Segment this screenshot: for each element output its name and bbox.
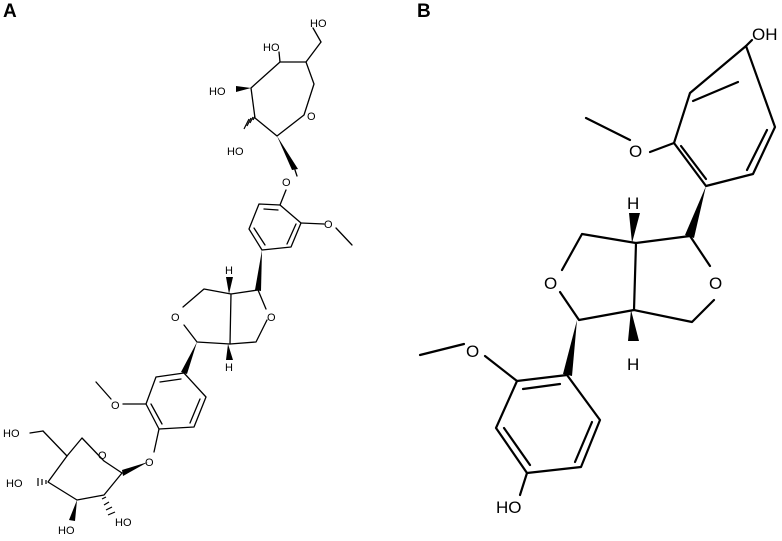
core-top-h-wedge — [629, 213, 640, 243]
core-bottom-hydrogen: H — [627, 355, 639, 374]
core-left-ring-top — [182, 288, 232, 308]
bottom-aryl-ring — [494, 373, 602, 475]
bottom-aryl-dbl-2 — [189, 398, 201, 424]
top-c2-hydroxyl: HO — [227, 146, 244, 158]
panel-a-bottom-aryl: O O — [95, 372, 207, 469]
bottom-aryl-o-bond — [153, 428, 160, 453]
top-aryl-ring — [672, 44, 777, 188]
core-left-ring-top — [560, 232, 638, 272]
top-aryl-dbl-3 — [679, 144, 708, 181]
panel-b-furofuran-core: H H O O — [544, 186, 722, 376]
top-c2-hash — [243, 115, 256, 130]
core-top-h-wedge — [226, 277, 233, 294]
top-methoxy-bond-1 — [300, 222, 325, 225]
core-top-hydrogen: H — [225, 265, 233, 277]
top-methoxy-bond-2 — [335, 227, 353, 246]
bottom-c2-hash — [101, 496, 116, 516]
top-aryl-o-bond — [279, 189, 287, 206]
bottom-methoxy-bond-2 — [95, 381, 112, 400]
top-aryl-dbl-1 — [691, 80, 740, 103]
bottom-aryl-ring — [145, 372, 207, 430]
top-methoxy-bond-1 — [648, 141, 676, 154]
bottom-methoxy-oxygen: O — [466, 342, 479, 361]
top-c4-oh-bond — [278, 51, 281, 63]
top-ring-oxygen: O — [307, 111, 316, 123]
core-top-hydrogen: H — [627, 194, 639, 213]
bottom-methoxy-bond-2 — [418, 342, 466, 357]
top-anomeric-wedge — [277, 136, 298, 170]
core-bottom-hydrogen: H — [225, 362, 233, 374]
top-aryl-dbl-3 — [253, 227, 266, 246]
panel-b-top-aryl: OH O — [584, 25, 778, 188]
bottom-ch2-oh-bond — [29, 430, 44, 434]
core-left-ring-bottom — [558, 290, 636, 322]
top-aryl-dbl-2 — [286, 223, 297, 245]
panel-a-top-aryl: O — [248, 189, 353, 251]
bottom-aryl-dbl-2 — [573, 420, 594, 464]
bottom-aryl-dbl-3 — [150, 403, 163, 425]
core-bottom-h-wedge — [628, 310, 639, 341]
bottom-glucose-ring — [47, 437, 123, 501]
panel-b-bottom-aryl: O HO — [418, 342, 602, 517]
top-glyc-o-bond — [294, 169, 298, 177]
core-right-ring-o-bond — [688, 234, 712, 268]
panel-a-furofuran-core: H H O O — [171, 250, 276, 374]
bottom-aryl-dbl-3 — [502, 426, 532, 467]
top-c3-wedge — [236, 86, 251, 92]
core-bottom-aryl-wedge — [563, 320, 577, 376]
top-glycosidic-oxygen: O — [282, 177, 291, 189]
bottom-c2-hydroxyl: HO — [115, 517, 132, 529]
core-top-aryl-wedge — [255, 250, 262, 291]
top-c4-hydroxyl: HO — [263, 42, 280, 54]
top-ch2-oh-bond — [312, 27, 322, 43]
bottom-c4-hydroxyl: HO — [6, 478, 23, 490]
bottom-oh-bond — [518, 471, 529, 497]
bottom-methoxy-oxygen: O — [111, 400, 120, 412]
panel-a-label: A — [3, 1, 17, 22]
bottom-c4-hash — [37, 478, 47, 486]
top-aryl-ring — [248, 203, 302, 251]
top-methoxy-oxygen: O — [629, 142, 642, 161]
core-right-ring-o-bond — [257, 289, 267, 310]
bottom-ch2-hydroxyl: HO — [3, 428, 20, 440]
bottom-hydroxyl: HO — [496, 498, 522, 517]
top-oh-bond — [744, 38, 754, 48]
bottom-methoxy-bond-1 — [483, 354, 519, 383]
core-right-ring — [632, 234, 716, 324]
top-aryl-dbl-2 — [745, 128, 769, 172]
bottom-ch2-bond — [42, 430, 68, 457]
top-hydroxyl: OH — [752, 25, 778, 44]
bottom-c3-hydroxyl: HO — [58, 525, 75, 537]
panel-a-top-glucose: HO HO HO HO O O — [209, 18, 327, 189]
bottom-aryl-dbl-1 — [159, 378, 182, 383]
core-left-oxygen: O — [544, 274, 557, 293]
core-right-oxygen: O — [267, 312, 276, 324]
top-methoxy-oxygen: O — [324, 219, 333, 231]
top-ch2-hydroxyl: HO — [310, 18, 327, 30]
panel-b: B OH O H H O O — [417, 1, 778, 517]
core-top-aryl-wedge — [685, 186, 706, 238]
core-left-ring-bottom — [183, 324, 231, 345]
panel-a: A HO HO HO HO O O — [3, 1, 353, 537]
top-glucose-ring — [250, 61, 315, 137]
bottom-c3-wedge — [69, 500, 77, 521]
bottom-anomeric-wedge — [122, 462, 148, 476]
panel-b-label: B — [417, 1, 431, 22]
panel-a-bottom-glucose: HO O HO HO HO — [3, 428, 148, 537]
bottom-ring-oxygen: O — [98, 450, 107, 462]
core-left-oxygen: O — [171, 312, 180, 324]
top-methoxy-bond-2 — [584, 116, 632, 142]
top-c3-hydroxyl: HO — [209, 86, 226, 98]
bottom-glycosidic-oxygen: O — [145, 457, 154, 469]
core-right-oxygen: O — [709, 274, 722, 293]
top-ch2-bond — [305, 41, 322, 63]
top-aryl-dbl-1 — [263, 208, 279, 211]
core-bottom-aryl-wedge — [181, 342, 197, 374]
bottom-aryl-dbl-1 — [521, 382, 562, 391]
core-bottom-h-wedge — [226, 344, 233, 360]
